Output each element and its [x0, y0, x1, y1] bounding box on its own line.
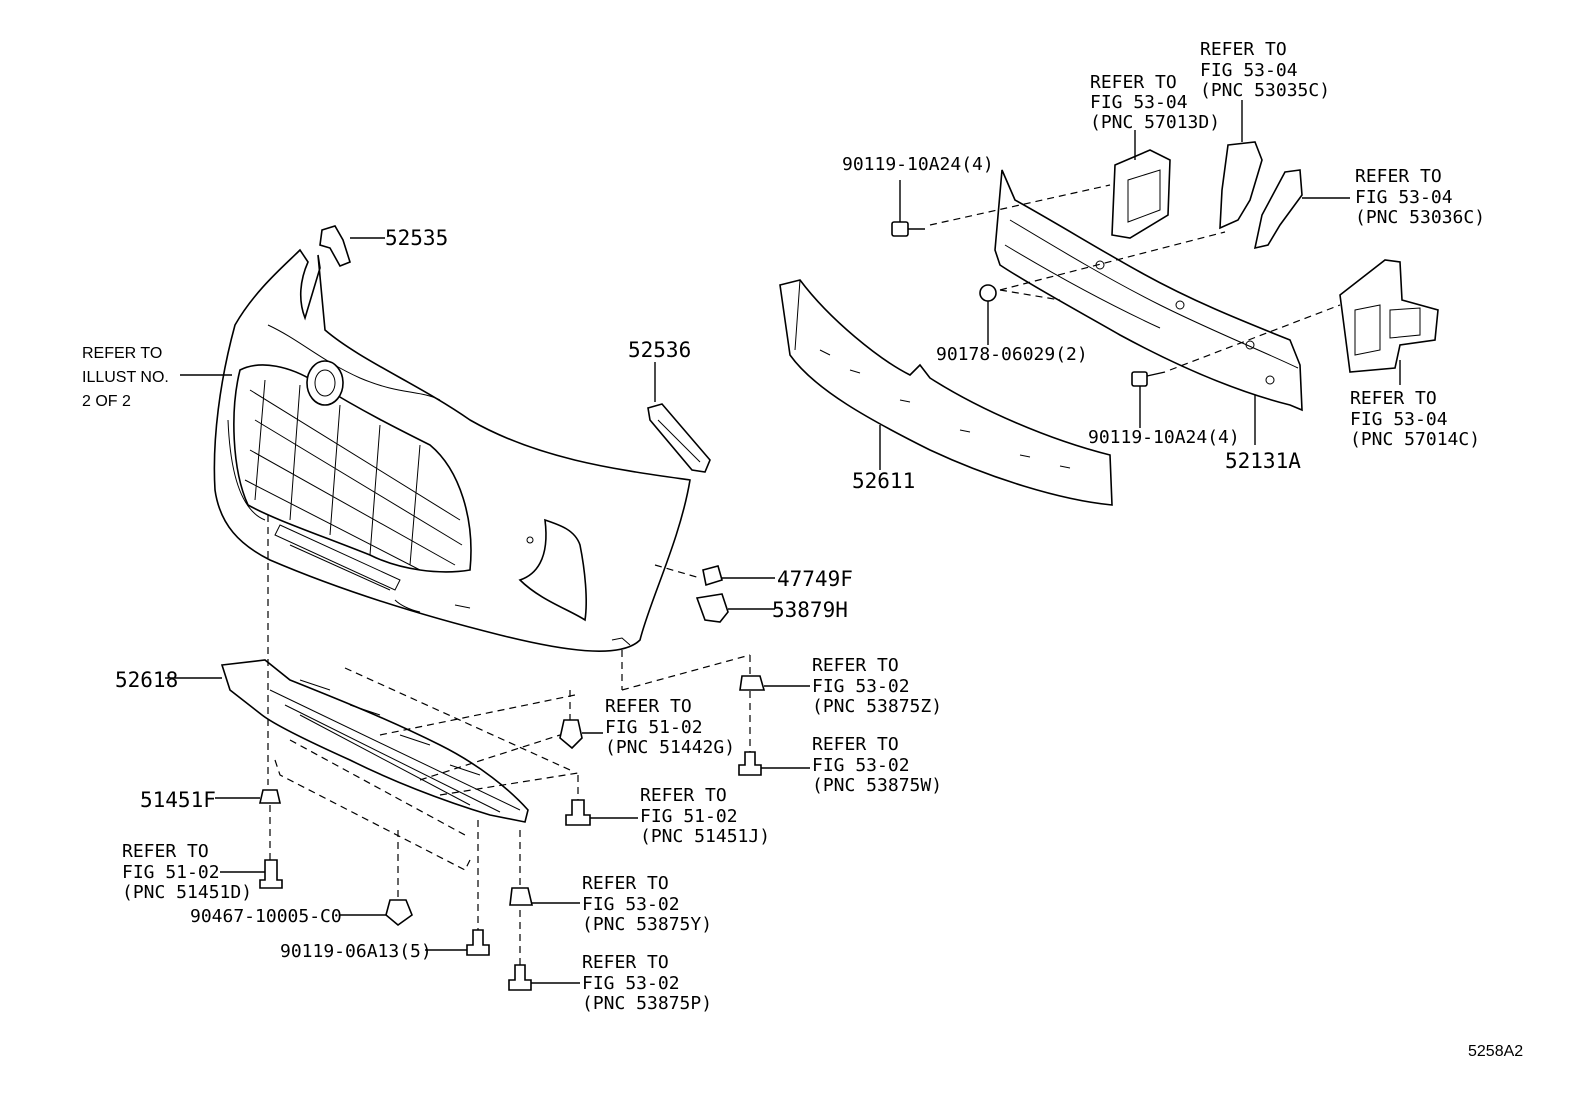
- svg-text:REFER TO: REFER TO: [640, 785, 727, 806]
- part-label-53879H: 53879H: [772, 598, 848, 622]
- svg-text:(PNC 51442G): (PNC 51442G): [605, 737, 735, 758]
- ref-53875Y: REFER TO FIG 53-02 (PNC 53875Y): [582, 873, 712, 935]
- svg-text:FIG 53-04: FIG 53-04: [1350, 409, 1448, 430]
- undercover-52618: [165, 515, 751, 965]
- bumper-cover-illustration: [213, 248, 691, 652]
- ref-illust: REFER TO ILLUST NO. 2 OF 2: [82, 345, 169, 410]
- bolt-90119-10A24-bottom: [1131, 304, 1341, 428]
- bracket-53879H: [695, 593, 775, 623]
- svg-text:FIG 53-04: FIG 53-04: [1355, 187, 1453, 208]
- svg-text:FIG 53-02: FIG 53-02: [582, 894, 680, 915]
- fasteners-lower: [215, 675, 810, 991]
- bracket-57014C: [1339, 259, 1439, 385]
- nut-90178-06029: [979, 231, 1226, 345]
- svg-text:REFER TO: REFER TO: [122, 841, 209, 862]
- bracket-52535: [319, 225, 385, 268]
- diagram-id: 5258A2: [1468, 1043, 1523, 1060]
- svg-text:REFER TO: REFER TO: [1090, 72, 1177, 93]
- svg-text:(PNC 57014C): (PNC 57014C): [1350, 429, 1480, 450]
- svg-text:FIG 51-02: FIG 51-02: [605, 717, 703, 738]
- svg-text:FIG 53-04: FIG 53-04: [1090, 92, 1188, 113]
- clip-47749F: [654, 564, 775, 587]
- svg-text:(PNC 53875Z): (PNC 53875Z): [812, 696, 942, 717]
- svg-text:REFER TO: REFER TO: [1355, 166, 1442, 187]
- svg-text:2 OF 2: 2 OF 2: [82, 393, 131, 410]
- bolt-90119-10A24-top: [891, 180, 1111, 237]
- svg-text:(PNC 53875P): (PNC 53875P): [582, 993, 712, 1014]
- svg-text:(PNC 53875Y): (PNC 53875Y): [582, 914, 712, 935]
- ref-53875W: REFER TO FIG 53-02 (PNC 53875W): [812, 734, 942, 796]
- part-label-90119-10A24-bottom: 90119-10A24(4): [1088, 427, 1240, 448]
- svg-text:REFER TO: REFER TO: [812, 734, 899, 755]
- bracket-53036C: [1253, 169, 1350, 250]
- ref-51451D: REFER TO FIG 51-02 (PNC 51451D): [122, 841, 252, 903]
- svg-text:FIG 51-02: FIG 51-02: [640, 806, 738, 827]
- ref-53036C: REFER TO FIG 53-04 (PNC 53036C): [1355, 166, 1485, 228]
- part-label-90119-06A13: 90119-06A13(5): [280, 941, 432, 962]
- svg-text:REFER TO: REFER TO: [812, 655, 899, 676]
- svg-text:REFER TO: REFER TO: [605, 696, 692, 717]
- svg-text:REFER TO: REFER TO: [1200, 39, 1287, 60]
- svg-text:REFER TO: REFER TO: [82, 345, 162, 362]
- svg-text:REFER TO: REFER TO: [1350, 388, 1437, 409]
- svg-text:FIG 51-02: FIG 51-02: [122, 862, 220, 883]
- part-label-47749F: 47749F: [777, 567, 853, 591]
- retainer-52536: [647, 362, 711, 473]
- part-label-90467-10005-C0: 90467-10005-C0: [190, 906, 342, 927]
- svg-text:(PNC 53036C): (PNC 53036C): [1355, 207, 1485, 228]
- svg-text:(PNC 53875W): (PNC 53875W): [812, 775, 942, 796]
- absorber-52611: [779, 279, 1113, 506]
- ref-51442G: REFER TO FIG 51-02 (PNC 51442G): [605, 696, 735, 758]
- svg-text:FIG 53-04: FIG 53-04: [1200, 60, 1298, 81]
- part-label-90119-10A24-top: 90119-10A24(4): [842, 154, 994, 175]
- ref-51451J: REFER TO FIG 51-02 (PNC 51451J): [640, 785, 770, 847]
- part-label-51451F: 51451F: [140, 788, 216, 812]
- bracket-57013D: [1111, 130, 1171, 239]
- svg-text:FIG 53-02: FIG 53-02: [812, 755, 910, 776]
- svg-text:(PNC 57013D): (PNC 57013D): [1090, 112, 1220, 133]
- part-label-52618: 52618: [115, 668, 178, 692]
- bracket-53035C: [1219, 100, 1263, 230]
- svg-text:REFER TO: REFER TO: [582, 952, 669, 973]
- svg-text:(PNC 53035C): (PNC 53035C): [1200, 80, 1330, 101]
- svg-text:ILLUST NO.: ILLUST NO.: [82, 369, 169, 386]
- ref-53875Z: REFER TO FIG 53-02 (PNC 53875Z): [812, 655, 942, 717]
- reinforcement-52131A: [994, 169, 1303, 445]
- svg-text:FIG 53-02: FIG 53-02: [582, 973, 680, 994]
- part-label-52611: 52611: [852, 469, 915, 493]
- part-label-52535: 52535: [385, 226, 448, 250]
- svg-text:(PNC 51451J): (PNC 51451J): [640, 826, 770, 847]
- ref-53035C: REFER TO FIG 53-04 (PNC 53035C): [1200, 39, 1330, 101]
- ref-57014C: REFER TO FIG 53-04 (PNC 57014C): [1350, 388, 1480, 450]
- ref-57013D: REFER TO FIG 53-04 (PNC 57013D): [1090, 72, 1220, 133]
- svg-text:(PNC 51451D): (PNC 51451D): [122, 882, 252, 903]
- ref-53875P: REFER TO FIG 53-02 (PNC 53875P): [582, 952, 712, 1014]
- svg-text:FIG 53-02: FIG 53-02: [812, 676, 910, 697]
- part-label-52536: 52536: [628, 338, 691, 362]
- svg-text:REFER TO: REFER TO: [582, 873, 669, 894]
- part-label-90178-06029: 90178-06029(2): [936, 344, 1088, 365]
- part-label-52131A: 52131A: [1225, 449, 1301, 473]
